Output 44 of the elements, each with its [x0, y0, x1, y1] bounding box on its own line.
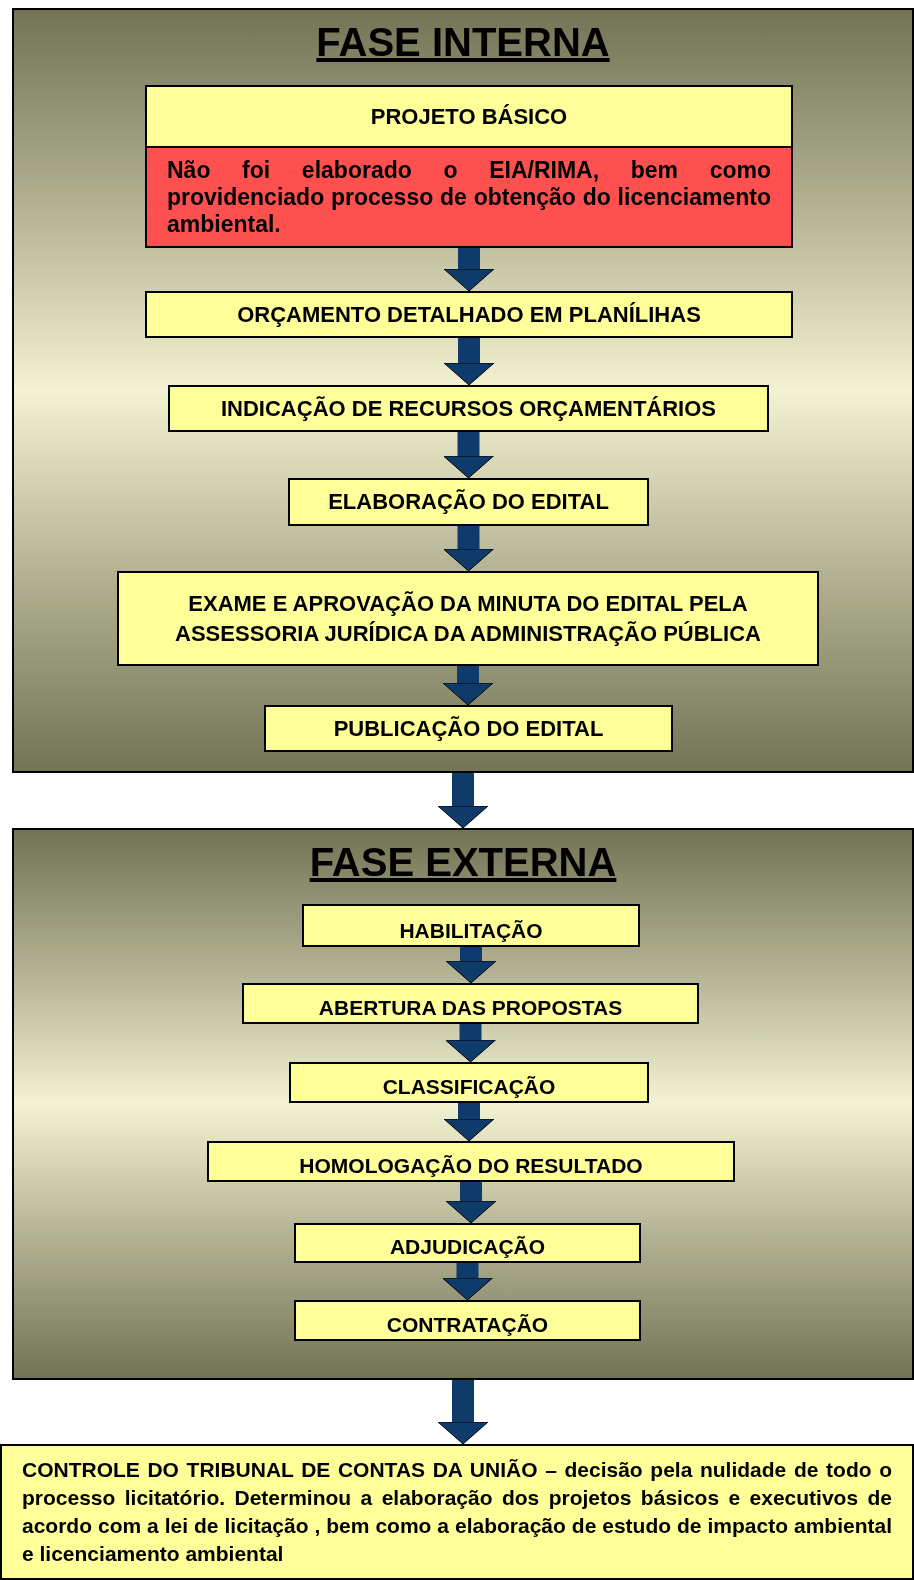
step-label: CONTRATAÇÃO: [386, 1313, 549, 1338]
step-label: HABILITAÇÃO: [399, 919, 543, 944]
process-box: [207, 1141, 735, 1182]
phase-title: FASE INTERNA: [315, 22, 611, 62]
warning-box: [145, 148, 793, 248]
process-box: [264, 705, 673, 752]
process-box: [145, 291, 793, 338]
step-label: ORÇAMENTO DETALHADO EM PLANÍLIHAS: [237, 300, 701, 329]
phase-panel: [12, 8, 914, 773]
arrow: [442, 666, 494, 706]
arrow: [443, 1103, 495, 1142]
note-text: CONTROLE DO TRIBUNAL DE CONTAS DA UNIÃO – decisão pela nulidade de todo o processo licitatório. Determinou a elaboração dos projetos básicos e executivos de acordo com a lei de licitação , bem como a elaboração de estudo de impacto ambiental e licenciamento ambiental: [22, 1457, 892, 1567]
arrow: [437, 773, 489, 829]
arrow: [445, 1182, 497, 1224]
step-label: CLASSIFICAÇÃO: [382, 1075, 556, 1100]
box-heading: PROJETO BÁSICO: [370, 103, 568, 131]
step-label: HOMOLOGAÇÃO DO RESULTADO: [299, 1154, 643, 1179]
phase-title: FASE EXTERNA: [308, 842, 618, 882]
process-box: [289, 1062, 649, 1103]
process-box: [242, 983, 699, 1024]
step-label: EXAME E APROVAÇÃO DA MINUTA DO EDITAL PELA ASSESSORIA JURÍDICA DA ADMINISTRAÇÃO PÚBLICA: [174, 589, 762, 648]
process-box: [302, 904, 640, 947]
arrow: [443, 338, 495, 386]
step-label: ADJUDICAÇÃO: [389, 1235, 546, 1260]
arrow: [445, 1024, 496, 1063]
arrow: [443, 248, 495, 292]
process-box: [117, 571, 819, 666]
arrow: [442, 1263, 493, 1301]
process-box: [145, 85, 793, 148]
note-box: [0, 1444, 914, 1580]
process-box: [288, 478, 649, 526]
arrow: [445, 947, 497, 984]
note-text: Não foi elaborado o EIA/RIMA, bem como providenciado processo de obtenção do licenciamento ambiental.: [167, 156, 771, 238]
process-box: [294, 1223, 641, 1263]
phase-panel: [12, 828, 914, 1380]
step-label: ELABORAÇÃO DO EDITAL: [328, 488, 609, 516]
process-box: [294, 1300, 641, 1341]
arrow: [443, 432, 494, 479]
arrow: [443, 526, 494, 572]
step-label: ABERTURA DAS PROPOSTAS: [318, 996, 623, 1021]
step-label: INDICAÇÃO DE RECURSOS ORÇAMENTÁRIOS: [221, 394, 716, 423]
process-box: [168, 385, 769, 432]
arrow: [437, 1380, 489, 1445]
step-label: PUBLICAÇÃO DO EDITAL: [333, 714, 604, 743]
